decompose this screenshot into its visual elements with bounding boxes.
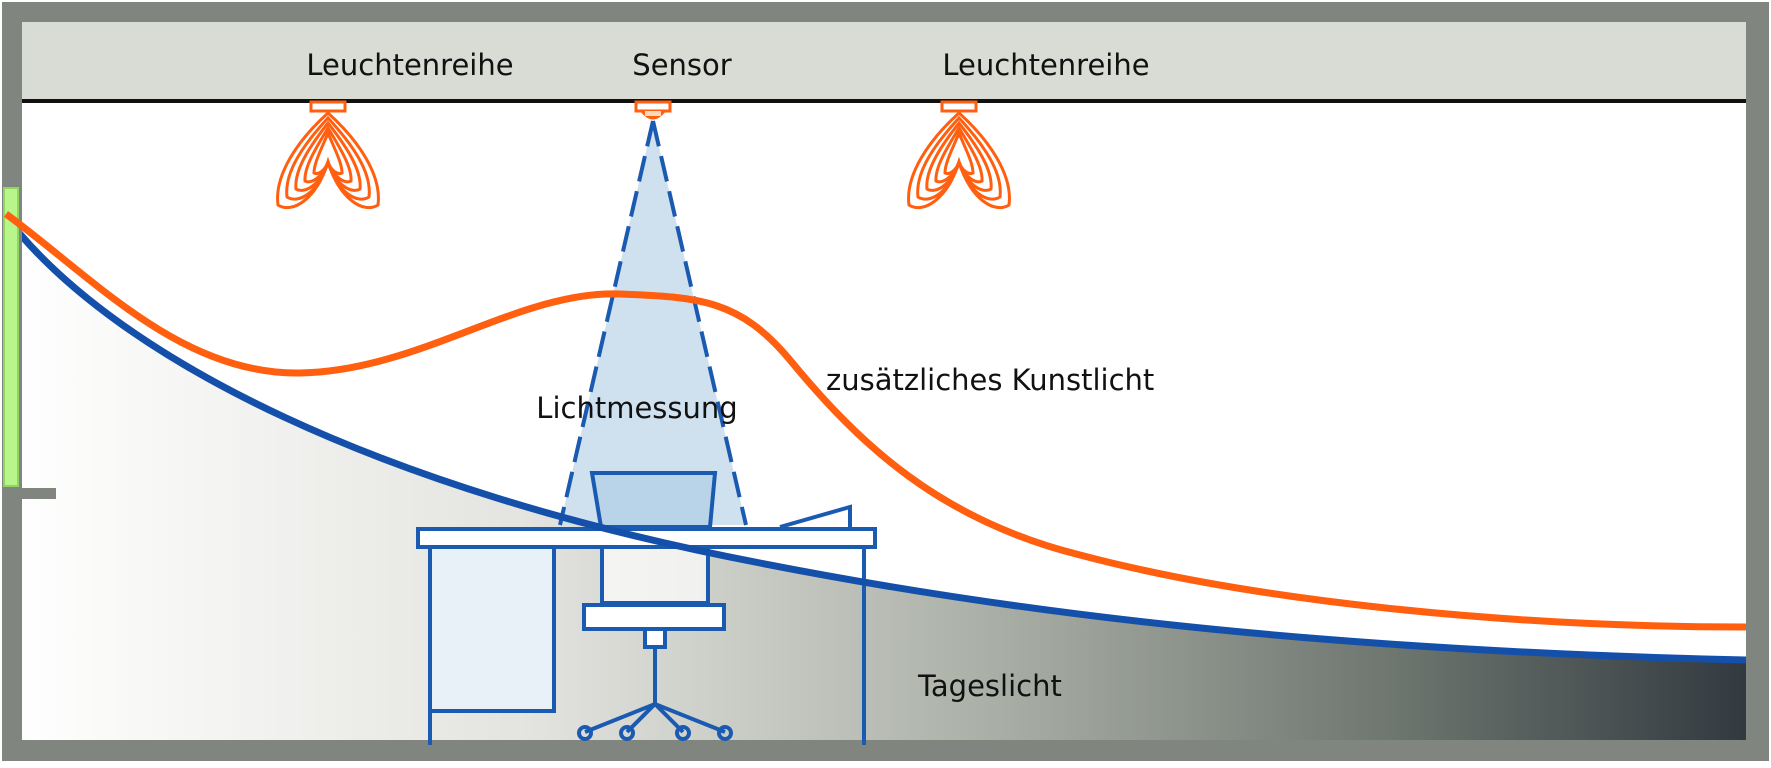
keyboard-icon <box>779 504 852 529</box>
label-luminaire-row-left: Leuchtenreihe <box>306 48 513 82</box>
label-luminaire-row-right: Leuchtenreihe <box>942 48 1149 82</box>
luminaire-icon <box>907 100 1011 210</box>
luminaire-icon <box>276 100 380 210</box>
sensor-cone-edge-right <box>651 120 748 526</box>
monitor-icon <box>589 471 718 529</box>
ceiling <box>22 22 1746 99</box>
label-light-measurement: Lichtmessung <box>536 391 737 425</box>
office-chair-icon <box>577 545 733 741</box>
sensor-cone-edge-left <box>558 120 655 526</box>
label-artificial-light: zusätzliches Kunstlicht <box>826 363 1154 397</box>
sensor-cone <box>560 121 746 525</box>
label-sensor: Sensor <box>632 48 731 82</box>
label-daylight: Tageslicht <box>917 669 1062 703</box>
window-icon <box>3 187 19 487</box>
artificial-light-curve <box>3 211 1747 631</box>
sensor-icon <box>634 100 672 120</box>
window-sill <box>2 488 56 499</box>
daylight-curve <box>22 230 1746 664</box>
